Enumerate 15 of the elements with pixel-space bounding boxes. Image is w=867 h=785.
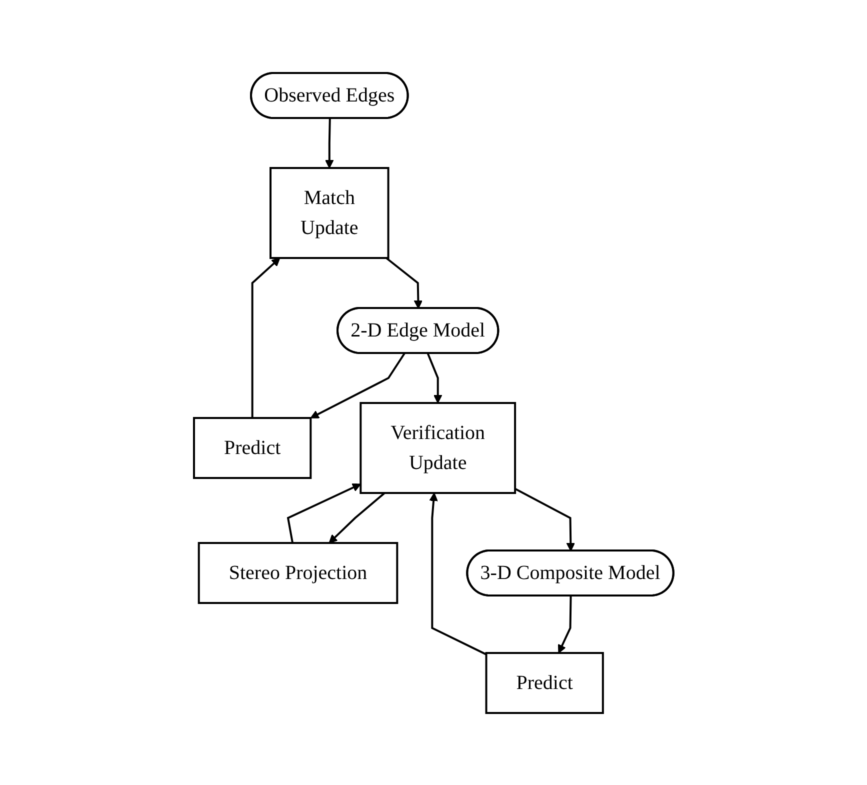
node-box: Predict — [485, 651, 604, 714]
arrow — [558, 595, 572, 653]
arrow — [310, 352, 406, 418]
arrow — [328, 492, 386, 543]
arrow — [251, 257, 280, 418]
arrow — [514, 487, 575, 551]
arrow — [426, 352, 442, 403]
node-box: Match Update — [269, 166, 390, 258]
node-box: Stereo Projection — [198, 542, 398, 604]
arrow — [385, 256, 422, 308]
arrow — [428, 492, 486, 655]
node-box: Predict — [192, 416, 312, 478]
node-box: Verification Update — [359, 402, 516, 494]
arrow — [286, 482, 361, 543]
arrow — [324, 118, 334, 168]
